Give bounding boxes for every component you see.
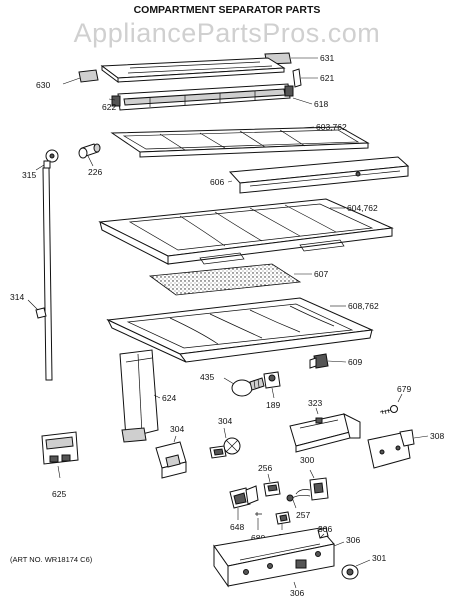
label-306-top: 306 <box>318 524 332 534</box>
label-606: 606 <box>210 177 224 187</box>
label-603-762: 603,762 <box>316 122 347 132</box>
part-323-control <box>289 413 361 453</box>
label-315: 315 <box>22 170 36 180</box>
part-308-bracket <box>367 429 415 469</box>
part-648-motor <box>229 485 259 509</box>
part-301-knob <box>341 564 359 580</box>
part-621 <box>292 68 302 88</box>
label-679: 679 <box>397 384 411 394</box>
label-256: 256 <box>258 463 272 473</box>
label-323: 323 <box>308 398 322 408</box>
label-607: 607 <box>314 269 328 279</box>
part-618 <box>111 83 294 111</box>
label-618: 618 <box>314 99 328 109</box>
part-256-connector <box>263 481 281 497</box>
label-630: 630 <box>36 80 50 90</box>
part-300-socket <box>291 477 329 501</box>
part-609-clip <box>309 353 329 369</box>
part-603-shelf <box>110 126 370 158</box>
label-624: 624 <box>162 393 176 403</box>
art-number: (ART NO. WR18174 C6) <box>10 555 93 564</box>
part-604-separator <box>98 198 394 265</box>
label-189: 189 <box>266 400 280 410</box>
part-679-screw <box>379 405 398 415</box>
label-306-bottom: 306 <box>290 588 304 598</box>
part-226-knob <box>78 143 101 159</box>
label-622: 622 <box>102 102 116 112</box>
label-304-housing: 304 <box>170 424 184 434</box>
part-315-rod <box>42 149 59 381</box>
part-304-thermostat <box>209 437 241 459</box>
label-604-762: 604,762 <box>347 203 378 213</box>
part-606-bar <box>228 156 410 194</box>
label-435: 435 <box>200 372 214 382</box>
part-680-pin <box>255 512 262 516</box>
label-621: 621 <box>320 73 334 83</box>
label-257: 257 <box>296 510 310 520</box>
part-624-duct <box>119 349 159 443</box>
part-306-housing <box>213 527 335 588</box>
part-435-bulb <box>231 377 265 397</box>
label-300: 300 <box>300 455 314 465</box>
label-306-right: 306 <box>346 535 360 545</box>
part-top-cover <box>100 57 286 83</box>
label-625: 625 <box>52 489 66 499</box>
part-607-insulation <box>148 263 302 296</box>
label-631: 631 <box>320 53 334 63</box>
diagram-title: COMPARTMENT SEPARATOR PARTS <box>134 4 321 16</box>
label-608-762: 608,762 <box>348 301 379 311</box>
part-314-clip <box>35 307 47 319</box>
label-301: 301 <box>372 553 386 563</box>
label-648: 648 <box>230 522 244 532</box>
part-189-socket <box>263 371 281 389</box>
label-226: 226 <box>88 167 102 177</box>
label-314: 314 <box>10 292 24 302</box>
part-630 <box>78 69 99 83</box>
part-625-switch <box>41 431 79 465</box>
label-609: 609 <box>348 357 362 367</box>
watermark: AppliancePartsPros.com <box>74 18 381 48</box>
part-258-block <box>275 511 291 525</box>
part-608-pan <box>106 297 374 363</box>
part-304-housing <box>155 441 187 479</box>
label-304-thermostat: 304 <box>218 416 232 426</box>
part-257-screw <box>286 494 294 502</box>
label-308: 308 <box>430 431 444 441</box>
